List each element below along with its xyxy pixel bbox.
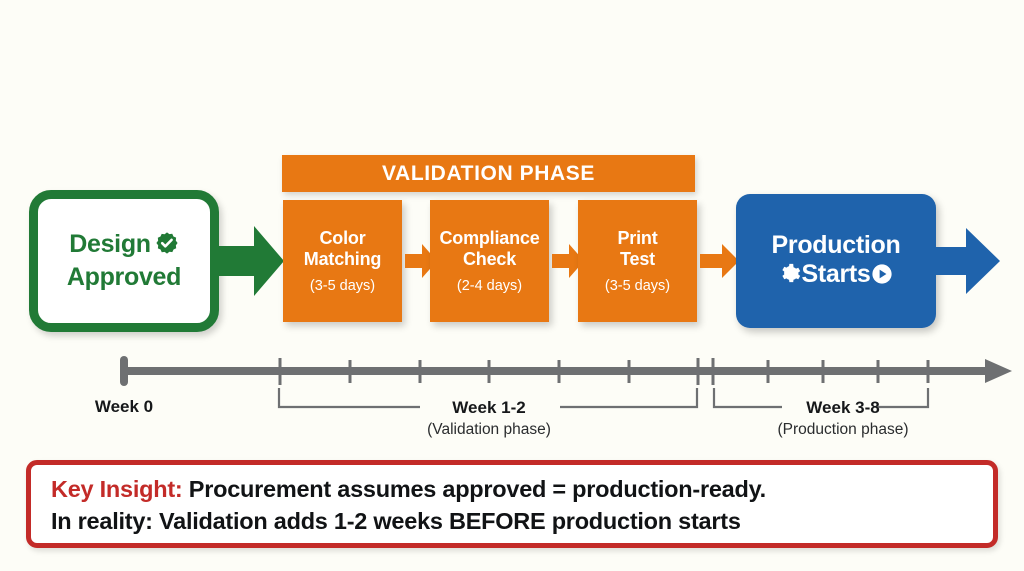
design-approved-node: Design Approved [29,190,219,332]
timeline-bracket-production-sublabel: (Production phase) [778,421,909,438]
phase-box-color-matching-title: Color Matching [303,228,382,269]
timeline: Week 0 Week 1-2 (Validation phase) Week … [95,356,1012,438]
gear-icon [779,263,801,292]
timeline-bracket-production [712,388,930,409]
validation-phase-header: VALIDATION PHASE [282,155,695,192]
phase-box-compliance-check-duration: (2-4 days) [456,277,523,294]
phase-box-color-matching: Color Matching (3-5 days) [283,200,402,322]
timeline-start-label: Week 0 [95,397,153,416]
phase-box-print-test: Print Test (3-5 days) [578,200,697,322]
timeline-bracket-validation-label: Week 1-2 [452,398,525,417]
key-insight-lead: Key Insight: [51,476,183,502]
design-approved-line1: Design [69,230,151,258]
design-approved-label: Design Approved [66,230,182,292]
phase-box-compliance-check: Compliance Check (2-4 days) [430,200,549,322]
production-starts-line1: Production [771,230,901,259]
timeline-ticks [278,358,930,385]
phase-box-print-test-duration: (3-5 days) [604,277,671,294]
timeline-bracket-validation-sublabel: (Validation phase) [427,421,551,438]
phase-box-color-matching-title-line2: Matching [303,248,382,269]
phase-box-compliance-check-title-line1: Compliance [439,228,540,249]
production-starts-line2: Starts [801,259,871,288]
verified-check-icon [155,231,179,263]
arrow-design-to-validation [218,224,286,303]
play-icon [871,263,893,292]
phase-box-print-test-title-line1: Print [617,228,658,249]
arrow-compliance-to-print [552,243,585,284]
production-starts-node: Production Starts [736,194,936,328]
arrow-color-to-compliance [405,243,438,284]
key-insight-line-1: Key Insight: Procurement assumes approve… [51,474,973,506]
key-insight-line-1-rest: Procurement assumes approved = productio… [182,476,766,502]
arrow-print-to-production [700,243,740,284]
phase-box-compliance-check-title: Compliance Check [439,228,539,269]
design-approved-line2: Approved [66,262,182,291]
timeline-bracket-validation [277,388,699,409]
timeline-bracket-production-label: Week 3-8 [806,398,879,417]
phase-box-color-matching-duration: (3-5 days) [309,277,376,294]
phase-box-color-matching-title-line1: Color [319,228,366,249]
key-insight-line-2: In reality: Validation adds 1-2 weeks BE… [51,507,741,534]
phase-box-print-test-title: Print Test [617,228,657,269]
arrow-production-out [922,226,1002,301]
key-insight-box: Key Insight: Procurement assumes approve… [26,460,998,548]
phase-box-print-test-title-line2: Test [620,248,655,269]
phase-box-compliance-check-title-line2: Check [462,248,517,269]
timeline-axis [120,356,1012,386]
production-starts-label: Production Starts [772,231,901,292]
